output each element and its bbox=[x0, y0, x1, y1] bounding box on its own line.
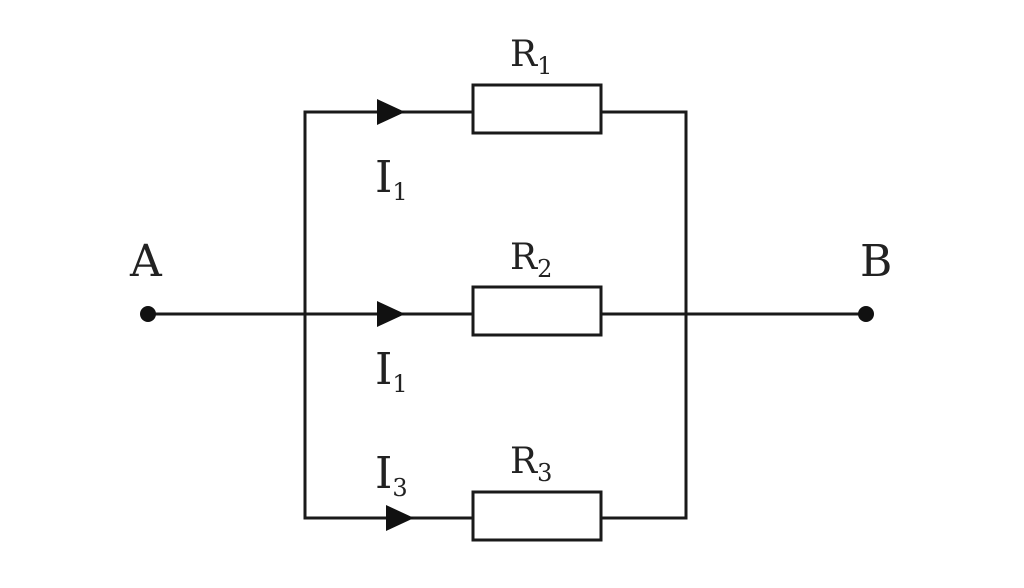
current-arrow-1 bbox=[377, 99, 405, 125]
current-label-branch-1: I1 bbox=[375, 152, 408, 206]
resistor-r1-label: R1 bbox=[510, 34, 552, 80]
resistor-r1 bbox=[471, 83, 603, 135]
resistor-r2 bbox=[471, 285, 603, 337]
terminal-a-label: A bbox=[129, 236, 163, 287]
current-arrow-3 bbox=[386, 505, 414, 531]
resistor-r2-label: R2 bbox=[510, 237, 552, 283]
current-label-branch-2: I1 bbox=[375, 344, 408, 398]
terminal-a-node bbox=[140, 306, 156, 322]
resistor-r3-label: R3 bbox=[510, 441, 552, 487]
current-arrow-2 bbox=[377, 301, 405, 327]
terminal-b-node bbox=[858, 306, 874, 322]
resistor-r3 bbox=[471, 490, 603, 542]
terminal-b-label: B bbox=[860, 236, 892, 287]
current-label-branch-3: I3 bbox=[375, 448, 408, 502]
